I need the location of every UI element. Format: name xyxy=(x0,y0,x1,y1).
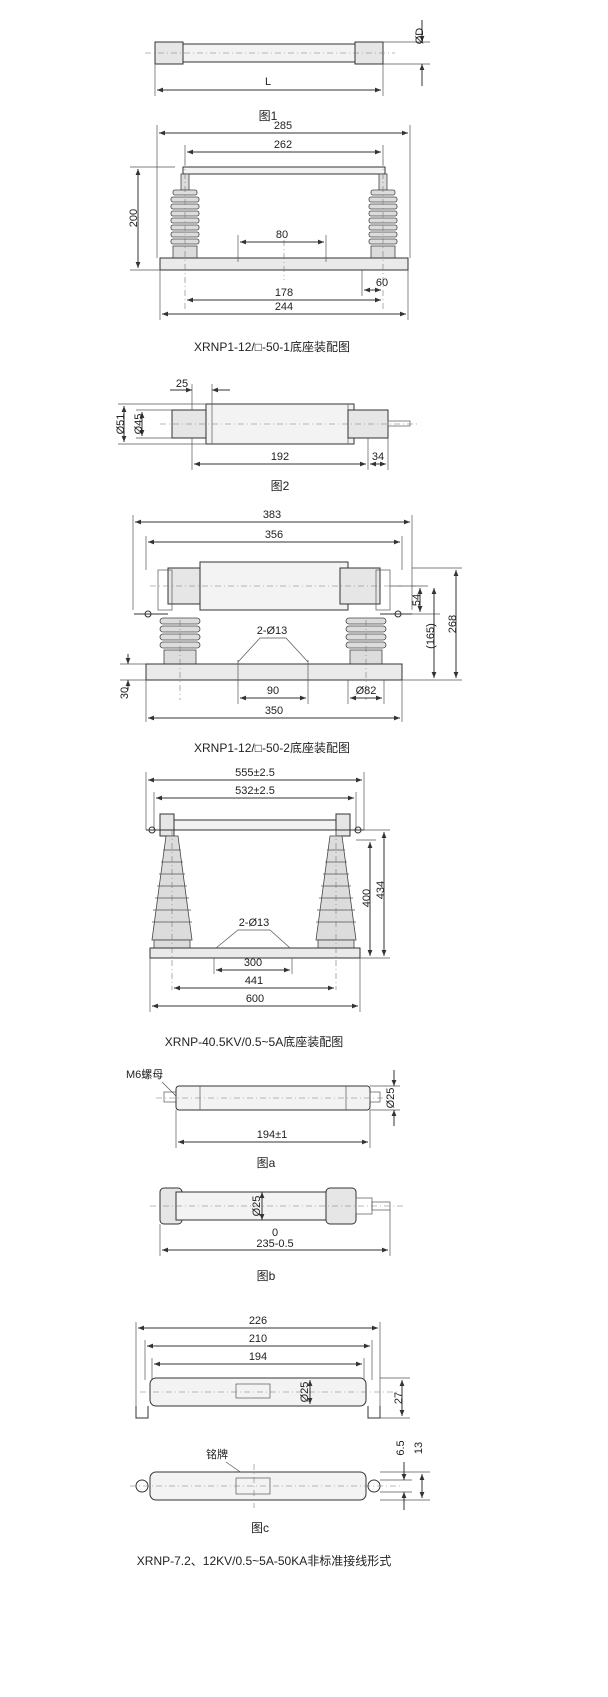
dim-90: 90 xyxy=(267,685,279,697)
dim-holes: 2-Ø13 xyxy=(257,625,288,637)
dim-80: 80 xyxy=(276,229,288,241)
dim-13: 13 xyxy=(413,1442,425,1454)
dim-300: 300 xyxy=(244,957,262,969)
figure-base-1: 285 262 xyxy=(128,120,411,354)
dim-235: 235-0.5 xyxy=(256,1238,293,1250)
caption-base-1: XRNP1-12/□-50-1底座装配图 xyxy=(194,339,350,354)
dim-diameter-51: Ø51 xyxy=(115,414,127,435)
figure-c: 226 210 194 Ø25 27 铭牌 6.5 xyxy=(130,1315,430,1535)
dim-400: 400 xyxy=(361,889,373,907)
caption-figure-1: 图1 xyxy=(259,109,278,123)
striker-pin xyxy=(387,420,411,427)
dim-244: 244 xyxy=(275,301,293,313)
nameplate-side xyxy=(235,1383,271,1399)
figure-1: L ØD 图1 xyxy=(145,20,430,123)
figure-b: Ø25 0 235-0.5 图b xyxy=(150,1187,404,1283)
dim-200: 200 xyxy=(128,209,140,227)
dim-27: 27 xyxy=(393,1392,405,1404)
label-m6-nut: M6螺母 xyxy=(126,1068,163,1081)
clip-right xyxy=(375,569,391,611)
caption-figure-b: 图b xyxy=(257,1269,276,1283)
dim-diameter: ØD xyxy=(414,28,426,45)
nut-stud-right xyxy=(369,1091,381,1103)
label-nameplate: 铭牌 xyxy=(206,1447,228,1461)
dim-194: 194±1 xyxy=(257,1129,288,1141)
hole-leader xyxy=(237,637,309,663)
dim-34: 34 xyxy=(372,451,384,463)
caption-base-3: XRNP-40.5KV/0.5~5A底座装配图 xyxy=(165,1034,343,1049)
dim-holes: 2-Ø13 xyxy=(239,917,270,929)
figure-base-2: 383 356 xyxy=(119,509,462,755)
dim-262: 262 xyxy=(274,139,292,151)
dim-350: 350 xyxy=(265,705,283,717)
dim-600: 600 xyxy=(246,993,264,1005)
dim-210: 210 xyxy=(249,1333,267,1345)
footer-caption: XRNP-7.2、12KV/0.5~5A-50KA非标准接线形式 xyxy=(137,1553,391,1568)
base-plate xyxy=(149,947,361,959)
dim-268: 268 xyxy=(447,615,459,633)
fuse-rod xyxy=(182,166,386,175)
dim-192: 192 xyxy=(271,451,289,463)
dim-54: 54 xyxy=(411,594,423,606)
caption-base-2: XRNP1-12/□-50-2底座装配图 xyxy=(194,740,350,755)
dim-165: (165) xyxy=(425,623,437,649)
fuse-body xyxy=(199,561,349,611)
dim-6-5: 6.5 xyxy=(395,1440,407,1455)
figure-base-3: 555±2.5 532±2.5 xyxy=(145,767,390,1049)
dim-441: 441 xyxy=(245,975,263,987)
figure-2: 25 Ø51 Ø45 192 34 图2 xyxy=(115,378,418,493)
dim-60: 60 xyxy=(376,277,388,289)
dim-226: 226 xyxy=(249,1315,267,1327)
base-plate xyxy=(145,663,403,681)
dim-532: 532±2.5 xyxy=(235,785,275,797)
dim-diameter-25: Ø25 xyxy=(385,1088,397,1109)
dim-194: 194 xyxy=(249,1351,267,1363)
dim-434: 434 xyxy=(375,881,387,899)
dim-555: 555±2.5 xyxy=(235,767,275,779)
dim-tolerance: 0 xyxy=(272,1227,278,1239)
dim-178: 178 xyxy=(275,287,293,299)
dim-diameter-25: Ø25 xyxy=(251,1196,263,1217)
dim-diameter-45: Ø45 xyxy=(133,414,145,435)
dim-30: 30 xyxy=(119,687,131,699)
insulator-right xyxy=(368,173,398,259)
clip-right xyxy=(335,813,351,837)
dim-285: 285 xyxy=(274,120,292,132)
nut-stud-left xyxy=(163,1091,177,1103)
clip-left xyxy=(157,569,173,611)
caption-figure-2: 图2 xyxy=(271,479,290,493)
dim-25: 25 xyxy=(176,378,188,390)
dim-diameter-25: Ø25 xyxy=(299,1382,311,1403)
dim-length: L xyxy=(265,76,271,88)
caption-figure-c: 图c xyxy=(251,1521,269,1535)
figure-a: M6螺母 Ø25 194±1 图a xyxy=(126,1068,400,1170)
hole-leader xyxy=(215,929,291,949)
dim-383: 383 xyxy=(263,509,281,521)
caption-figure-a: 图a xyxy=(257,1156,276,1170)
dim-diameter-82: Ø82 xyxy=(356,685,377,697)
dim-356: 356 xyxy=(265,529,283,541)
fuse-rod xyxy=(169,819,341,831)
